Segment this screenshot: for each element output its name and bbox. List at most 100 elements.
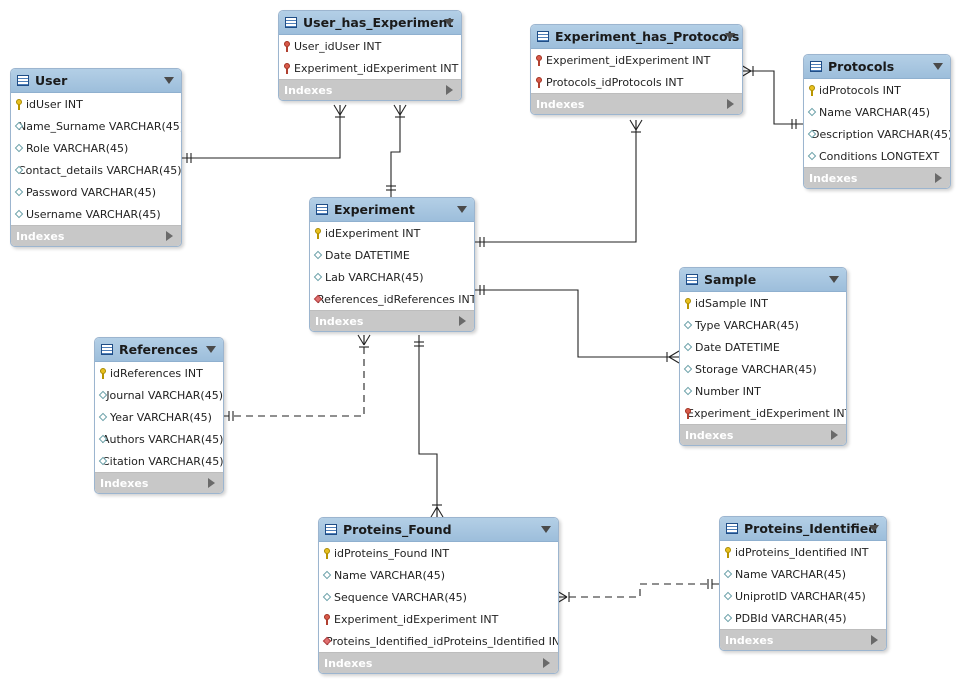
indexes-section[interactable]: Indexes bbox=[95, 472, 223, 493]
table-header[interactable]: Sample bbox=[680, 268, 846, 292]
table-protocols[interactable]: Protocols idProtocols INT Name VARCHAR(4… bbox=[803, 54, 951, 189]
column-row[interactable]: References_idReferences INT bbox=[310, 288, 474, 310]
column-row[interactable]: Year VARCHAR(45) bbox=[95, 406, 223, 428]
table-header[interactable]: Proteins_Identified bbox=[720, 517, 886, 541]
table-name: References bbox=[119, 342, 198, 357]
table-header[interactable]: Experiment_has_Protocols bbox=[531, 25, 742, 49]
column-row[interactable]: Number INT bbox=[680, 380, 846, 402]
column-row[interactable]: User_idUser INT bbox=[279, 35, 461, 57]
expand-arrow-icon[interactable] bbox=[166, 231, 173, 241]
table-icon bbox=[316, 204, 328, 215]
expand-arrow-icon[interactable] bbox=[871, 635, 878, 645]
column-row[interactable]: Experiment_idExperiment INT bbox=[531, 49, 742, 71]
column-row[interactable]: Role VARCHAR(45) bbox=[11, 137, 181, 159]
indexes-section[interactable]: Indexes bbox=[720, 629, 886, 650]
collapse-arrow-icon[interactable] bbox=[164, 77, 174, 84]
column-row[interactable]: Username VARCHAR(45) bbox=[11, 203, 181, 225]
column-row[interactable]: Authors VARCHAR(45) bbox=[95, 428, 223, 450]
column-row[interactable]: Name_Surname VARCHAR(45) bbox=[11, 115, 181, 137]
column-row[interactable]: Name VARCHAR(45) bbox=[804, 101, 950, 123]
column-row[interactable]: Protocols_idProtocols INT bbox=[531, 71, 742, 93]
column-row[interactable]: idProtocols INT bbox=[804, 79, 950, 101]
relationship-line bbox=[557, 583, 719, 598]
column-label: UniprotID VARCHAR(45) bbox=[735, 589, 866, 603]
table-experiment-has-protocols[interactable]: Experiment_has_Protocols Experiment_idEx… bbox=[530, 24, 743, 115]
table-user[interactable]: User idUser INT Name_Surname VARCHAR(45)… bbox=[10, 68, 182, 247]
column-label: idUser INT bbox=[26, 97, 83, 111]
table-references[interactable]: References idReferences INT Journal VARC… bbox=[94, 337, 224, 494]
table-header[interactable]: User_has_Experiment bbox=[279, 11, 461, 35]
expand-arrow-icon[interactable] bbox=[208, 478, 215, 488]
column-row[interactable]: PDBId VARCHAR(45) bbox=[720, 607, 886, 629]
column-row[interactable]: Journal VARCHAR(45) bbox=[95, 384, 223, 406]
column-row[interactable]: Experiment_idExperiment INT bbox=[680, 402, 846, 424]
collapse-arrow-icon[interactable] bbox=[457, 206, 467, 213]
column-row[interactable]: Date DATETIME bbox=[310, 244, 474, 266]
expand-arrow-icon[interactable] bbox=[727, 99, 734, 109]
column-diamond-icon bbox=[724, 591, 732, 602]
column-label: Number INT bbox=[695, 384, 761, 398]
column-row[interactable]: Password VARCHAR(45) bbox=[11, 181, 181, 203]
column-row[interactable]: idUser INT bbox=[11, 93, 181, 115]
column-row[interactable]: Proteins_Identified_idProteins_Identifie… bbox=[319, 630, 558, 652]
column-row[interactable]: Date DATETIME bbox=[680, 336, 846, 358]
table-icon bbox=[686, 274, 698, 285]
column-row[interactable]: Experiment_idExperiment INT bbox=[319, 608, 558, 630]
column-row[interactable]: Contact_details VARCHAR(45) bbox=[11, 159, 181, 181]
table-header[interactable]: Experiment bbox=[310, 198, 474, 222]
table-proteins-identified[interactable]: Proteins_Identified idProteins_Identifie… bbox=[719, 516, 887, 651]
collapse-arrow-icon[interactable] bbox=[206, 346, 216, 353]
crowfoot-mark bbox=[430, 506, 438, 518]
column-label: Conditions LONGTEXT bbox=[819, 149, 940, 163]
collapse-arrow-icon[interactable] bbox=[933, 63, 943, 70]
column-row[interactable]: Name VARCHAR(45) bbox=[720, 563, 886, 585]
collapse-arrow-icon[interactable] bbox=[725, 33, 735, 40]
collapse-arrow-icon[interactable] bbox=[444, 19, 454, 26]
collapse-arrow-icon[interactable] bbox=[869, 525, 879, 532]
column-row[interactable]: Description VARCHAR(45) bbox=[804, 123, 950, 145]
crowfoot-mark bbox=[363, 334, 371, 346]
table-user-has-experiment[interactable]: User_has_Experiment User_idUser INT Expe… bbox=[278, 10, 462, 101]
column-row[interactable]: Citation VARCHAR(45) bbox=[95, 450, 223, 472]
table-header[interactable]: User bbox=[11, 69, 181, 93]
column-row[interactable]: idExperiment INT bbox=[310, 222, 474, 244]
expand-arrow-icon[interactable] bbox=[831, 430, 838, 440]
table-header[interactable]: Protocols bbox=[804, 55, 950, 79]
primary-key-icon bbox=[808, 84, 816, 96]
table-icon bbox=[537, 31, 549, 42]
collapse-arrow-icon[interactable] bbox=[541, 526, 551, 533]
column-row[interactable]: Sequence VARCHAR(45) bbox=[319, 586, 558, 608]
indexes-section[interactable]: Indexes bbox=[310, 310, 474, 331]
column-row[interactable]: idReferences INT bbox=[95, 362, 223, 384]
column-row[interactable]: Storage VARCHAR(45) bbox=[680, 358, 846, 380]
column-row[interactable]: idProteins_Identified INT bbox=[720, 541, 886, 563]
column-row[interactable]: Type VARCHAR(45) bbox=[680, 314, 846, 336]
table-header[interactable]: References bbox=[95, 338, 223, 362]
foreign-key-icon bbox=[283, 62, 291, 74]
column-row[interactable]: Conditions LONGTEXT bbox=[804, 145, 950, 167]
indexes-section[interactable]: Indexes bbox=[804, 167, 950, 188]
indexes-section[interactable]: Indexes bbox=[11, 225, 181, 246]
column-row[interactable]: UniprotID VARCHAR(45) bbox=[720, 585, 886, 607]
expand-arrow-icon[interactable] bbox=[543, 658, 550, 668]
column-row[interactable]: Lab VARCHAR(45) bbox=[310, 266, 474, 288]
indexes-section[interactable]: Indexes bbox=[531, 93, 742, 114]
expand-arrow-icon[interactable] bbox=[459, 316, 466, 326]
indexes-section[interactable]: Indexes bbox=[680, 424, 846, 445]
column-row[interactable]: Name VARCHAR(45) bbox=[319, 564, 558, 586]
column-row[interactable]: idSample INT bbox=[680, 292, 846, 314]
expand-arrow-icon[interactable] bbox=[935, 173, 942, 183]
table-sample[interactable]: Sample idSample INT Type VARCHAR(45) Dat… bbox=[679, 267, 847, 446]
indexes-section[interactable]: Indexes bbox=[319, 652, 558, 673]
column-row[interactable]: idProteins_Found INT bbox=[319, 542, 558, 564]
column-label: idProteins_Identified INT bbox=[735, 545, 869, 559]
column-label: Authors VARCHAR(45) bbox=[102, 432, 224, 446]
column-label: Date DATETIME bbox=[695, 340, 780, 354]
table-header[interactable]: Proteins_Found bbox=[319, 518, 558, 542]
table-proteins-found[interactable]: Proteins_Found idProteins_Found INT Name… bbox=[318, 517, 559, 674]
collapse-arrow-icon[interactable] bbox=[829, 276, 839, 283]
expand-arrow-icon[interactable] bbox=[446, 85, 453, 95]
table-experiment[interactable]: Experiment idExperiment INT Date DATETIM… bbox=[309, 197, 475, 332]
column-row[interactable]: Experiment_idExperiment INT bbox=[279, 57, 461, 79]
indexes-section[interactable]: Indexes bbox=[279, 79, 461, 100]
